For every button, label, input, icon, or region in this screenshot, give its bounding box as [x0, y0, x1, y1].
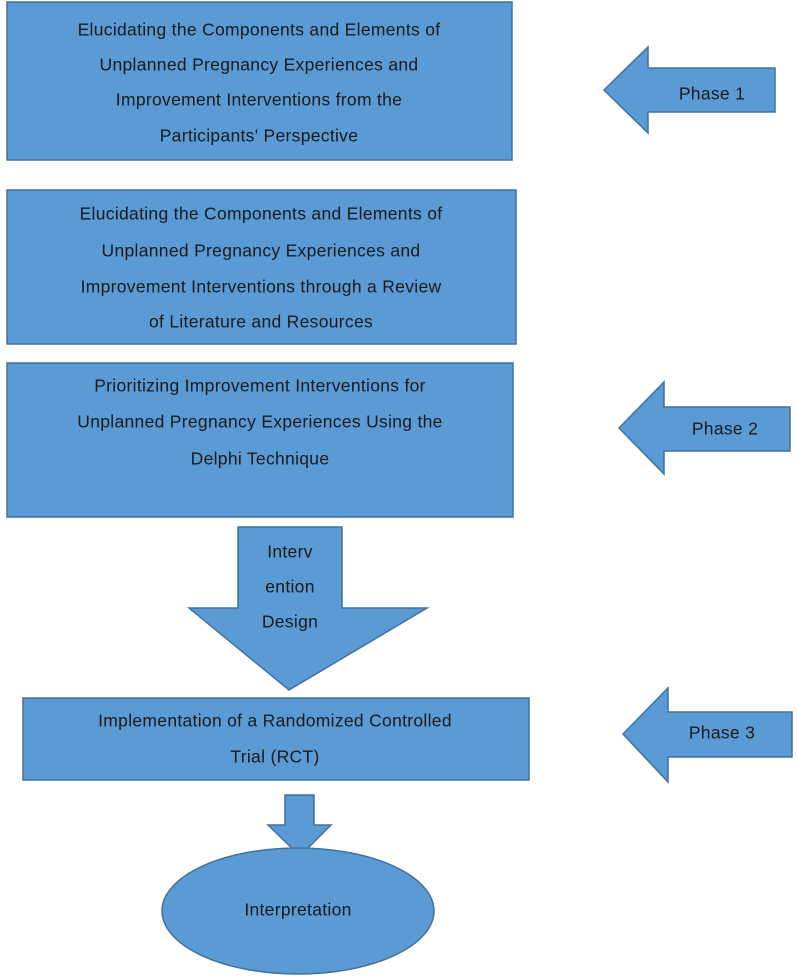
box1-line-4: Participants' Perspective: [160, 126, 359, 146]
down-arrow-icon: [266, 794, 333, 858]
design-arrow-line-3: Design: [262, 612, 318, 632]
box1-line-3: Improvement Interventions from the: [116, 90, 402, 110]
phase-3-label: Phase 3: [689, 723, 755, 743]
design-arrow-line-1: Interv: [267, 542, 313, 562]
box2-line-3: Improvement Interventions through a Revi…: [81, 277, 442, 297]
phase-2-label: Phase 2: [692, 419, 758, 439]
phase-1-label: Phase 1: [679, 84, 745, 104]
box4-line-1: Implementation of a Randomized Controlle…: [98, 711, 452, 731]
interpretation-label: Interpretation: [244, 900, 351, 920]
literature-review-box: Elucidating the Components and Elements …: [6, 189, 517, 345]
box2-line-4: of Literature and Resources: [149, 312, 373, 332]
box1-line-1: Elucidating the Components and Elements …: [78, 20, 441, 40]
design-arrow-line-2: ention: [265, 577, 314, 597]
phase-1-arrow: Phase 1: [602, 45, 776, 135]
box3-line-3: Delphi Technique: [191, 449, 330, 469]
box1-line-2: Unplanned Pregnancy Experiences and: [100, 55, 419, 75]
box4-line-2: Trial (RCT): [230, 747, 319, 767]
box2-line-1: Elucidating the Components and Elements …: [80, 204, 443, 224]
rct-implementation-box: Implementation of a Randomized Controlle…: [22, 697, 530, 781]
phase1-participants-box: Elucidating the Components and Elements …: [6, 1, 513, 161]
interpretation-terminal: Interpretation: [161, 847, 435, 975]
phase-3-arrow: Phase 3: [621, 686, 793, 784]
box3-line-2: Unplanned Pregnancy Experiences Using th…: [77, 412, 442, 432]
box3-line-1: Prioritizing Improvement Interventions f…: [94, 376, 426, 396]
phase-2-arrow: Phase 2: [617, 380, 791, 476]
delphi-prioritization-box: Prioritizing Improvement Interventions f…: [6, 362, 514, 518]
box2-line-2: Unplanned Pregnancy Experiences and: [102, 241, 421, 261]
intervention-design-arrow: Interv ention Design: [186, 526, 430, 691]
